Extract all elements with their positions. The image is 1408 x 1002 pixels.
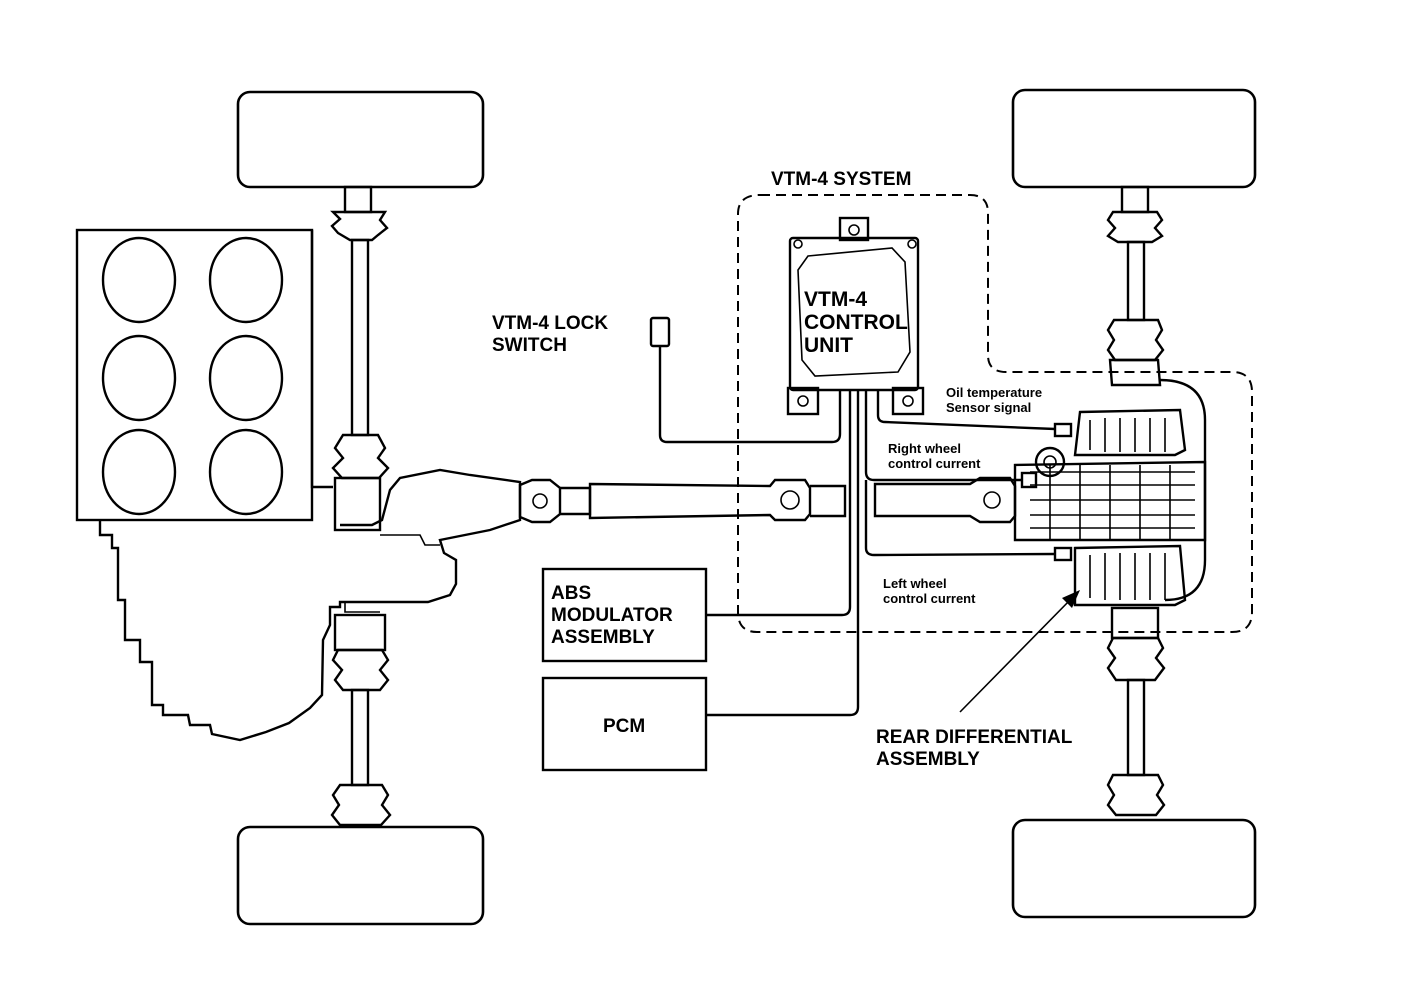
front-left-axle [330, 185, 390, 532]
vtm4-control-unit [786, 216, 925, 416]
oil-temp-label-1: Oil temperature [946, 385, 1042, 400]
right-wheel-label-1: Right wheel [888, 441, 961, 456]
wiring-harness [658, 360, 1056, 717]
abs-modulator-box [541, 567, 708, 663]
right-wheel-label-2: control current [888, 456, 981, 471]
oil-temp-label-2: Sensor signal [946, 400, 1031, 415]
rear-left-wheel [1011, 88, 1257, 189]
control-unit-label-1: VTM-4 [804, 288, 867, 311]
rear-diff-label-2: ASSEMBLY [876, 749, 980, 770]
abs-label-1: ABS [551, 583, 591, 604]
abs-label-3: ASSEMBLY [551, 627, 655, 648]
front-right-axle [330, 613, 392, 827]
rear-right-axle [1106, 606, 1166, 817]
vtm4-lock-switch [649, 316, 671, 360]
pcm-label: PCM [603, 716, 645, 737]
system-title: VTM-4 SYSTEM [771, 169, 911, 190]
control-unit-label-3: UNIT [804, 334, 853, 357]
rear-right-wheel [1011, 818, 1257, 919]
abs-label-2: MODULATOR [551, 605, 673, 626]
propeller-shaft [518, 476, 1017, 524]
front-right-wheel [236, 825, 485, 926]
front-left-wheel [236, 90, 485, 189]
engine-block [75, 228, 333, 522]
lock-switch-label-1: VTM-4 LOCK [492, 313, 608, 334]
rear-differential-assembly [1013, 358, 1207, 607]
left-wheel-label-1: Left wheel [883, 576, 947, 591]
transmission-housing [98, 468, 522, 742]
rear-left-axle [1106, 185, 1165, 362]
lock-switch-label-2: SWITCH [492, 335, 567, 356]
rear-differential-leader [959, 590, 1080, 713]
vtm4-system-boundary [737, 194, 1253, 633]
pcm-box [541, 676, 708, 772]
control-unit-label-2: CONTROL [804, 311, 908, 334]
left-wheel-label-2: control current [883, 591, 976, 606]
rear-diff-label-1: REAR DIFFERENTIAL [876, 727, 1073, 748]
